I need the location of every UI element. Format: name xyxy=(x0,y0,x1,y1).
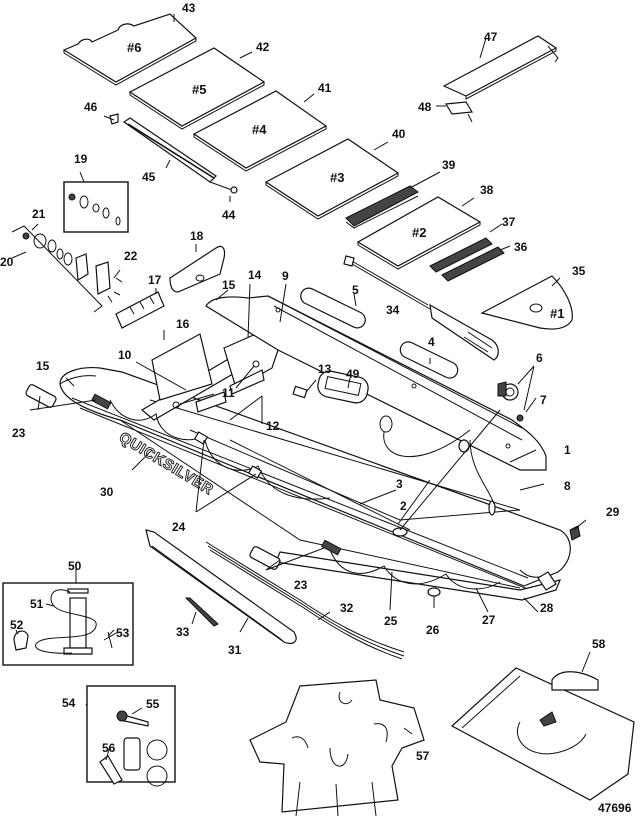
callout-44: 44 xyxy=(222,208,236,222)
callout-4: 4 xyxy=(428,335,435,349)
seat-47 xyxy=(442,35,559,100)
floor-board-4: #4 xyxy=(192,90,328,172)
callout-21: 21 xyxy=(32,207,46,221)
callout-26: 26 xyxy=(426,623,440,637)
callout-51: 51 xyxy=(30,597,44,611)
callout-9: 9 xyxy=(282,269,289,283)
floor-board-2: #2 xyxy=(356,196,482,270)
callout-54: 54 xyxy=(62,696,76,710)
callout-23-left: 23 xyxy=(12,426,26,440)
boat-cover-57 xyxy=(249,679,425,816)
seat-label-3: #3 xyxy=(330,170,344,185)
callout-27: 27 xyxy=(482,613,496,627)
callout-39: 39 xyxy=(442,158,456,172)
floor-stringer-39 xyxy=(345,185,419,229)
callout-24: 24 xyxy=(172,520,186,534)
keel-strip-32 xyxy=(205,541,405,660)
valve-assembly-20 xyxy=(11,225,123,313)
callout-57: 57 xyxy=(416,749,430,763)
callout-7: 7 xyxy=(540,393,547,407)
callout-29: 29 xyxy=(606,505,620,519)
floor-board-5: #5 xyxy=(128,47,266,130)
floor-board-3: #3 xyxy=(264,138,400,220)
callout-47: 47 xyxy=(484,30,498,44)
callout-28: 28 xyxy=(540,601,554,615)
seat-label-4: #4 xyxy=(252,122,267,137)
end-cap-33 xyxy=(184,597,219,627)
callout-23-bottom: 23 xyxy=(294,578,308,592)
callout-52: 52 xyxy=(10,618,24,632)
callout-5: 5 xyxy=(352,283,359,297)
callout-19: 19 xyxy=(74,152,88,166)
callout-6: 6 xyxy=(536,351,543,365)
callout-12: 12 xyxy=(266,419,280,433)
callout-20: 20 xyxy=(0,255,14,269)
callout-58: 58 xyxy=(592,637,606,651)
callout-10: 10 xyxy=(118,348,132,362)
keel-guard-31 xyxy=(145,529,297,645)
callout-13: 13 xyxy=(318,362,332,376)
callout-14: 14 xyxy=(248,268,262,282)
callout-16: 16 xyxy=(176,317,190,331)
leader-lines xyxy=(11,14,591,761)
callout-42: 42 xyxy=(256,40,270,54)
seat-label-1: #1 xyxy=(550,306,564,321)
callout-35: 35 xyxy=(572,264,586,278)
callout-46: 46 xyxy=(84,100,98,114)
callout-32: 32 xyxy=(340,601,354,615)
callout-48: 48 xyxy=(418,100,432,114)
floor-board-6: #6 xyxy=(62,13,198,86)
seat-label-2: #2 xyxy=(412,225,426,240)
seat-bracket-48 xyxy=(444,101,474,123)
handle-18 xyxy=(169,245,226,293)
callout-53: 53 xyxy=(116,626,130,640)
seat-label-5: #5 xyxy=(192,82,206,97)
callout-22: 22 xyxy=(124,249,138,263)
callout-3: 3 xyxy=(396,477,403,491)
callout-36: 36 xyxy=(514,240,528,254)
callout-15-left: 15 xyxy=(36,359,50,373)
repair-kit-54 xyxy=(86,685,176,787)
o-ring-kit-19 xyxy=(63,181,129,233)
storage-bag-58 xyxy=(450,667,635,801)
callout-25: 25 xyxy=(384,614,398,628)
callout-49: 49 xyxy=(346,367,360,381)
motor-bracket-17 xyxy=(115,291,165,329)
seat-label-6: #6 xyxy=(127,40,141,55)
floor-stringer-37 xyxy=(429,237,493,273)
callout-41: 41 xyxy=(318,81,332,95)
callout-30: 30 xyxy=(100,485,114,499)
callout-17: 17 xyxy=(148,273,162,287)
handle-23-loose xyxy=(25,384,281,570)
callout-8: 8 xyxy=(564,479,571,493)
callout-43: 43 xyxy=(182,1,196,15)
callout-34: 34 xyxy=(386,303,400,317)
callout-56: 56 xyxy=(102,741,116,755)
callout-11: 11 xyxy=(222,386,235,400)
bow-board-35: #1 xyxy=(480,275,573,330)
floor-stringer-36 xyxy=(441,246,505,282)
oar-34 xyxy=(343,255,499,361)
callout-2: 2 xyxy=(400,499,407,513)
callout-40: 40 xyxy=(392,127,406,141)
callout-31: 31 xyxy=(228,643,242,657)
callout-33: 33 xyxy=(176,625,190,639)
callout-1: 1 xyxy=(564,443,571,457)
callout-50: 50 xyxy=(68,559,82,573)
stringer-45 xyxy=(109,113,238,194)
callout-55: 55 xyxy=(146,697,160,711)
pump-kit-50 xyxy=(2,582,134,666)
callout-38: 38 xyxy=(480,183,494,197)
callout-18: 18 xyxy=(190,229,204,243)
callout-45: 45 xyxy=(142,170,156,184)
callout-15-top: 15 xyxy=(222,278,236,292)
boat-hull: QUICKSILVER xyxy=(59,287,581,601)
callout-37: 37 xyxy=(502,215,516,229)
document-number: 47696 xyxy=(598,801,632,815)
